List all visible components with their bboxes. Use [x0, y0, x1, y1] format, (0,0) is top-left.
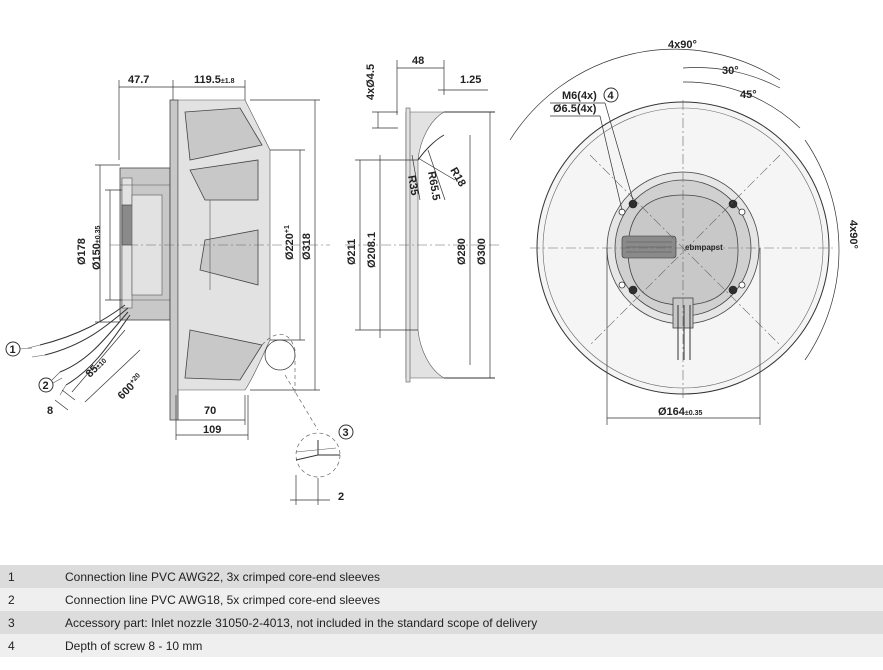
legend-row: 3 Accessory part: Inlet nozzle 31050-2-4… [0, 611, 883, 634]
dim-r35: R35 [405, 174, 420, 196]
legend-row: 4 Depth of screw 8 - 10 mm [0, 634, 883, 657]
backplate [169, 99, 179, 421]
dim-70: 70 [204, 405, 216, 417]
legend-text: Connection line PVC AWG22, 3x crimped co… [65, 569, 381, 584]
dim-dia-150: Ø150±0.35 [91, 226, 103, 270]
callout-3 [338, 424, 354, 440]
nozzle-view: 48 1.25 4xØ4.5 Ø211 Ø208.1 Ø280 Ø300 R18… [345, 55, 500, 383]
callout-4 [603, 87, 619, 103]
dim-47-7: 47.7 [128, 74, 149, 86]
legend-num: 3 [8, 615, 15, 630]
dim-dia-178: Ø178 [76, 238, 88, 265]
legend-row: 1 Connection line PVC AWG22, 3x crimped … [0, 565, 883, 588]
dim-dia-211: Ø211 [346, 239, 358, 265]
legend-row: 2 Connection line PVC AWG18, 5x crimped … [0, 588, 883, 611]
dim-r65-5: R65.5 [425, 170, 442, 201]
dim-4x4-5: 4xØ4.5 [365, 64, 377, 100]
dim-109: 109 [203, 424, 221, 436]
dim-dia-208-1: Ø208.1 [366, 232, 378, 268]
side-view: 47.7 119.5±1.8 Ø178 Ø150±0.35 [5, 74, 354, 505]
dim-4x90-right: 4x90° [847, 220, 859, 249]
dim-2: 2 [338, 491, 344, 503]
angle-30: 30° [722, 65, 739, 77]
legend-num: 4 [8, 638, 15, 653]
dim-600: 600+20 [116, 372, 146, 402]
svg-text:3: 3 [343, 427, 349, 439]
angle-45: 45° [740, 89, 757, 101]
mount-hole-tr [728, 199, 738, 209]
dim-dia-318: Ø318 [301, 233, 313, 260]
dim-dia-164: Ø164±0.35 [658, 406, 702, 418]
front-view: ebmpapst 4x90° 30° 45° 4x90° M6(4x) 4 [509, 39, 859, 425]
svg-text:1: 1 [10, 344, 16, 356]
technical-drawing: 47.7 119.5±1.8 Ø178 Ø150±0.35 [5, 39, 859, 505]
dim-85: 85±10 [84, 355, 109, 380]
legend-text: Depth of screw 8 - 10 mm [65, 638, 203, 653]
legend-num: 2 [8, 592, 15, 607]
legend-num: 1 [8, 569, 15, 584]
dim-6-5: Ø6.5(4x) [553, 103, 597, 115]
mount-hole-tl [628, 199, 638, 209]
dim-dia-300: Ø300 [476, 238, 488, 265]
dim-dia-280: Ø280 [456, 238, 468, 265]
legend-text: Connection line PVC AWG18, 5x crimped co… [65, 592, 381, 607]
dim-48: 48 [412, 55, 424, 67]
dim-119-5: 119.5±1.8 [194, 74, 235, 86]
dim-4x90-top: 4x90° [668, 39, 697, 51]
dim-dia-220: Ø220+1 [284, 225, 296, 260]
svg-text:2: 2 [43, 380, 49, 392]
dim-1-25: 1.25 [460, 74, 481, 86]
brand-label: ebmpapst [685, 243, 723, 252]
dim-m6: M6(4x) [562, 90, 597, 102]
callout-2 [38, 377, 54, 393]
dim-8: 8 [47, 405, 53, 417]
legend-text: Accessory part: Inlet nozzle 31050-2-401… [65, 615, 538, 630]
mount-hole-bl [628, 285, 638, 295]
legend-table: 1 Connection line PVC AWG22, 3x crimped … [0, 565, 883, 657]
mount-hole-br [728, 285, 738, 295]
svg-text:4: 4 [608, 90, 615, 102]
